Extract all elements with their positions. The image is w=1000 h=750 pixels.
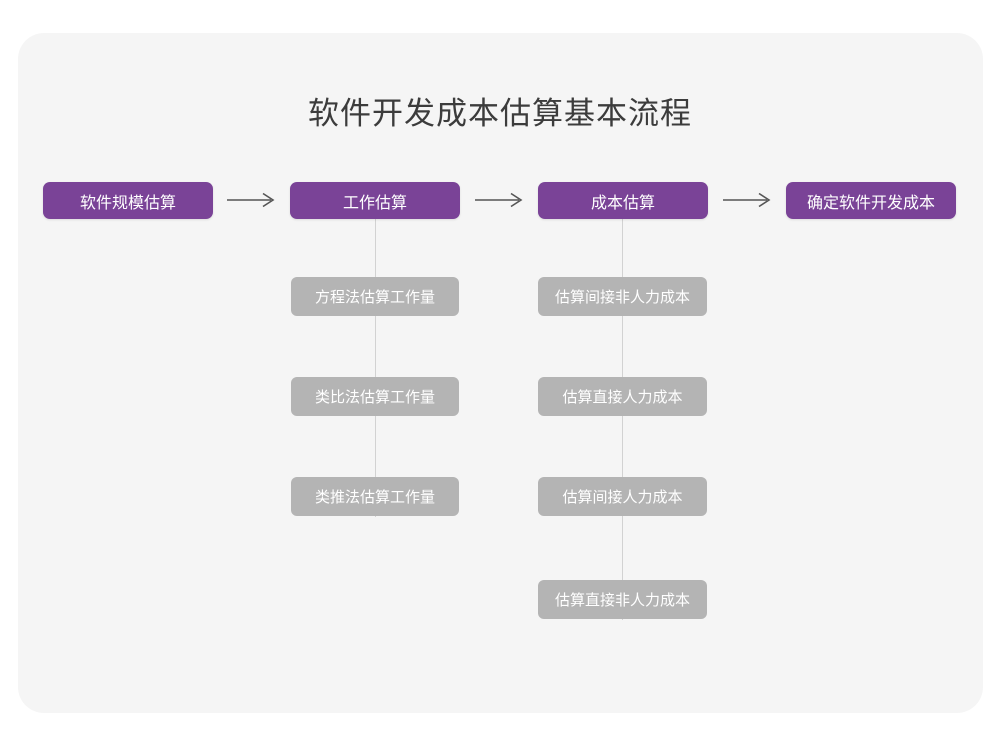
substep-label-3-4: 估算直接非人力成本 bbox=[554, 592, 690, 609]
stage-box-4[interactable]: 确定软件开发成本 bbox=[786, 182, 956, 219]
stage-label-2: 工作估算 bbox=[342, 194, 407, 212]
substep-box-2-3[interactable]: 类推法估算工作量 bbox=[291, 477, 459, 516]
substep-box-3-2[interactable]: 估算直接人力成本 bbox=[538, 377, 707, 416]
substep-label-3-1: 估算间接非人力成本 bbox=[554, 289, 690, 306]
stage-label-3: 成本估算 bbox=[590, 194, 655, 212]
page-title: 软件开发成本估算基本流程 bbox=[308, 96, 692, 131]
substep-box-3-3[interactable]: 估算间接人力成本 bbox=[538, 477, 707, 516]
substep-label-2-3: 类推法估算工作量 bbox=[314, 489, 435, 506]
substep-label-3-2: 估算直接人力成本 bbox=[562, 389, 683, 406]
substep-label-2-2: 类比法估算工作量 bbox=[314, 389, 435, 406]
arrow-right-icon-3 bbox=[720, 190, 776, 210]
stage-box-1[interactable]: 软件规模估算 bbox=[43, 182, 213, 219]
connector-line-stage3 bbox=[622, 219, 623, 620]
substep-label-2-1: 方程法估算工作量 bbox=[314, 289, 435, 306]
substep-box-2-1[interactable]: 方程法估算工作量 bbox=[291, 277, 459, 316]
stage-label-1: 软件规模估算 bbox=[79, 194, 176, 212]
stage-box-2[interactable]: 工作估算 bbox=[290, 182, 460, 219]
substep-label-3-3: 估算间接人力成本 bbox=[562, 489, 683, 506]
substep-box-3-1[interactable]: 估算间接非人力成本 bbox=[538, 277, 707, 316]
arrow-right-icon-2 bbox=[472, 190, 528, 210]
stage-label-4: 确定软件开发成本 bbox=[806, 194, 935, 212]
diagram-card bbox=[18, 33, 983, 713]
substep-box-3-4[interactable]: 估算直接非人力成本 bbox=[538, 580, 707, 619]
stage-box-3[interactable]: 成本估算 bbox=[538, 182, 708, 219]
connector-line-stage2 bbox=[375, 219, 376, 517]
arrow-right-icon-1 bbox=[224, 190, 280, 210]
substep-box-2-2[interactable]: 类比法估算工作量 bbox=[291, 377, 459, 416]
